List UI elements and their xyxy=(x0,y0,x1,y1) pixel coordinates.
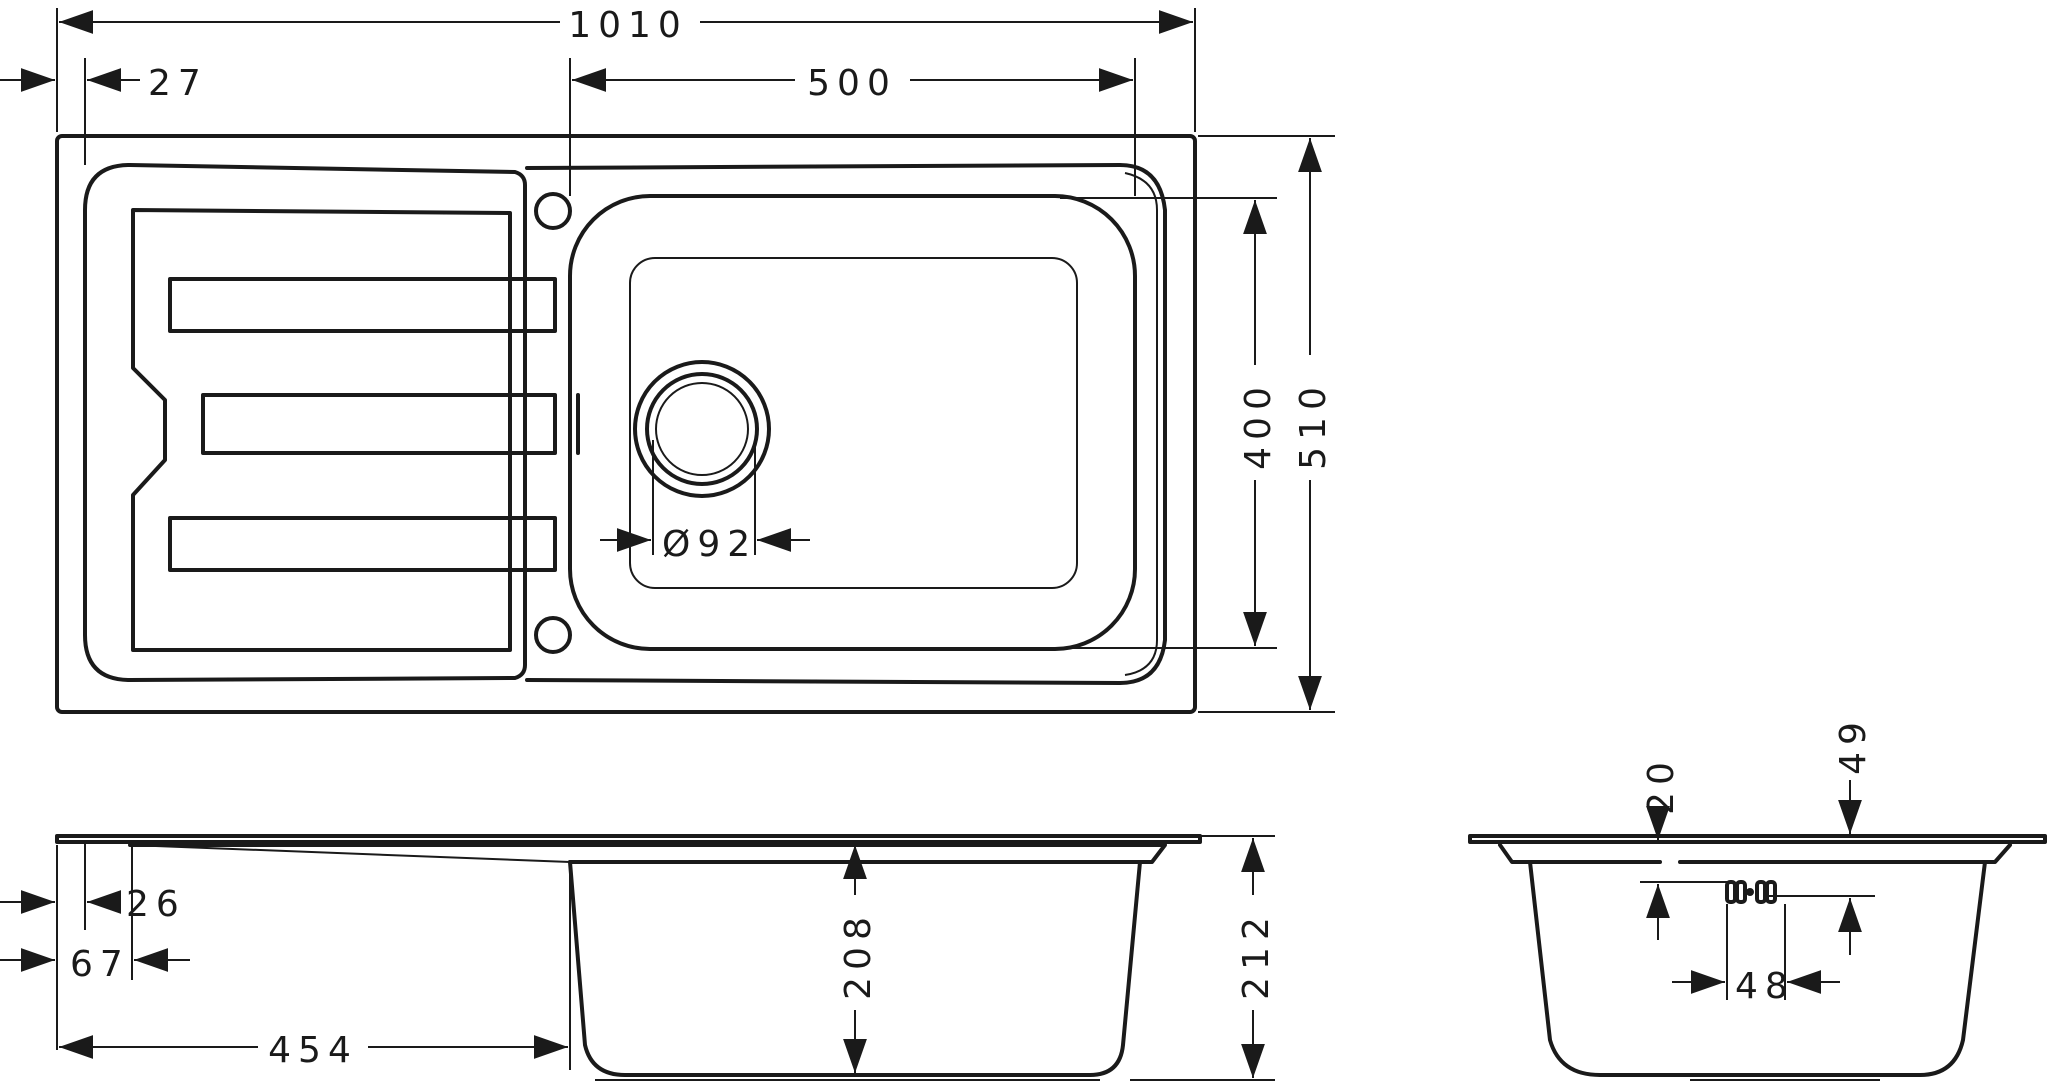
dim-overall-depth: 510 xyxy=(1293,380,1334,470)
dim-clip-spacing: 48 xyxy=(1735,966,1795,1007)
tap-hole xyxy=(534,616,572,654)
end-top-surface xyxy=(1468,834,2047,844)
bowl-frame-inner xyxy=(1124,172,1158,676)
drainer-rib xyxy=(168,516,557,572)
sink-outline xyxy=(55,134,1197,714)
drainer-inner xyxy=(131,208,512,652)
dim-edge-offset: 67 xyxy=(70,944,130,985)
end-rim-left xyxy=(1498,843,1662,864)
plan-view xyxy=(55,134,1197,714)
dim-bowl-position: 454 xyxy=(268,1030,358,1071)
side-dimensions: 26 67 454 208 212 xyxy=(0,835,1277,1081)
drainer-rib xyxy=(168,277,557,333)
bowl-frame xyxy=(525,163,1167,685)
drainer-area xyxy=(83,163,527,682)
dim-bowl-width: 500 xyxy=(807,63,897,104)
dim-total-height: 212 xyxy=(1236,910,1277,1000)
top-surface xyxy=(55,834,1202,844)
bowl-section xyxy=(568,860,1142,1077)
dim-drainer-offset: 27 xyxy=(148,63,208,104)
dim-waste-diameter: Ø92 xyxy=(662,524,757,565)
bowl-bottom xyxy=(629,257,1078,589)
waste-inner xyxy=(655,382,749,476)
dim-bowl-height: 208 xyxy=(838,910,879,1000)
tap-hole xyxy=(534,192,572,230)
rim-line xyxy=(128,843,1167,864)
dim-rim-height: 49 xyxy=(1833,715,1874,775)
end-rim-right xyxy=(1678,843,2012,864)
mounting-clips xyxy=(1725,880,1777,904)
side-section xyxy=(55,834,1202,1081)
dim-rim-thickness: 20 xyxy=(1641,755,1682,815)
end-dimensions: 20 49 48 xyxy=(1640,715,1875,1007)
dim-bowl-depth: 400 xyxy=(1238,380,1279,470)
bowl xyxy=(568,194,1137,651)
end-bowl-section xyxy=(1528,860,1987,1077)
waste-outer xyxy=(633,360,771,498)
drainer-rib xyxy=(201,393,557,455)
drainer-slope xyxy=(129,844,571,863)
waste-middle xyxy=(645,372,759,486)
end-section xyxy=(1468,834,2047,1081)
dim-overall-width: 1010 xyxy=(568,5,688,46)
plan-dimensions: 1010 27 500 510 400 Ø92 xyxy=(0,5,1335,713)
dim-rim-offset: 26 xyxy=(126,884,186,925)
